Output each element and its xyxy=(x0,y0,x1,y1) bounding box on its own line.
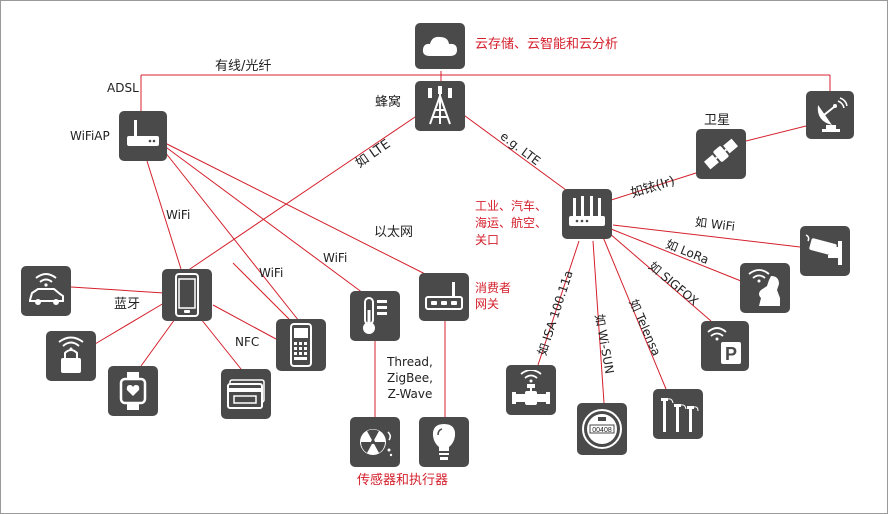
satellite-dish-icon xyxy=(817,97,848,132)
wire-tower-phone xyxy=(186,112,422,272)
protocols-label: Thread, ZigBee, Z-Wave xyxy=(387,355,433,402)
sensors-actuators-label: 传感器和执行器 xyxy=(357,473,449,488)
parking-node: P xyxy=(701,321,749,371)
wire-phone-card xyxy=(200,318,246,375)
wire-wifiap-phone xyxy=(146,160,182,270)
wire-wifiap-thermo xyxy=(162,144,364,294)
wifi-label-3: WiFi xyxy=(323,251,348,265)
wire-phone-pos xyxy=(212,304,277,340)
connected-car-icon xyxy=(29,273,64,305)
industrial-gateway-node xyxy=(562,189,612,239)
wire-phone-car xyxy=(70,286,165,294)
cloud-node xyxy=(415,23,465,69)
wire-gateway-valve xyxy=(537,240,580,366)
connected-car-node xyxy=(21,266,71,316)
cell-tower-node xyxy=(415,81,465,131)
security-camera-node xyxy=(800,226,850,276)
thermometer-node xyxy=(350,291,400,341)
sprinkler-node xyxy=(653,389,703,439)
smartphone-node xyxy=(162,269,212,321)
water-valve-icon xyxy=(512,370,550,405)
wire-phone-watch xyxy=(140,318,176,367)
security-camera-icon xyxy=(805,234,842,265)
consumer-gateway-node xyxy=(419,273,469,321)
radiation-sensor-icon xyxy=(360,429,393,457)
consumer-gateway-icon xyxy=(425,282,463,310)
meter-reading-text: 00408 xyxy=(592,427,612,434)
ethernet-label: 以太网 xyxy=(374,225,414,240)
wire-phone-lock xyxy=(94,302,165,345)
wifi-label-2: WiFi xyxy=(259,266,284,280)
wire-wifiap-consumer xyxy=(164,142,444,284)
light-bulb-node xyxy=(419,417,469,467)
pos-terminal-node xyxy=(276,319,326,371)
wifi-ap-node xyxy=(119,111,167,161)
cloud-services-label: 云存储、云智能和云分析 xyxy=(475,37,619,52)
smart-meter-icon: 00408 xyxy=(582,409,622,449)
credit-card-node xyxy=(221,369,271,419)
wire-gateway-pet xyxy=(610,228,742,282)
water-valve-node xyxy=(506,365,556,415)
pos-terminal-icon xyxy=(290,323,312,367)
adsl-label: ADSL xyxy=(107,81,139,95)
credit-card-icon xyxy=(227,379,265,409)
svg-text:P: P xyxy=(725,344,737,364)
satellite-icon xyxy=(703,138,739,170)
cell-tower-icon xyxy=(428,86,452,125)
cloud-icon xyxy=(422,36,457,56)
satellite-dish-node xyxy=(806,91,854,139)
wired-fiber-label: 有线/光纤 xyxy=(215,59,272,74)
wifi-label-1: WiFi xyxy=(166,208,191,222)
pet-tracker-node xyxy=(740,263,790,313)
pet-tracker-icon xyxy=(748,269,780,306)
consumer-gateway-label: 消费者 网关 xyxy=(475,281,512,311)
satellite-node xyxy=(696,129,746,179)
wire-gateway-camera xyxy=(612,224,801,248)
smart-meter-node: 00408 xyxy=(577,403,627,455)
wire-gateway-meter xyxy=(592,240,605,404)
wifi-router-icon xyxy=(127,120,159,146)
wire-gateway-parking xyxy=(608,232,712,322)
wire-wifiap-pos xyxy=(160,146,300,322)
sprinkler-icon xyxy=(661,398,699,432)
smartwatch-icon xyxy=(119,372,147,410)
nfc-label: NFC xyxy=(235,335,260,349)
wire-gateway-sprinkler xyxy=(602,236,667,390)
gateway-router-icon xyxy=(569,196,605,226)
wire-tower-gateway xyxy=(460,112,582,202)
smart-lock-node xyxy=(46,331,96,381)
wire-tower-pos xyxy=(232,262,292,322)
smartwatch-node xyxy=(108,366,158,416)
wire-satellite-gateway xyxy=(607,172,697,202)
bluetooth-label: 蓝牙 xyxy=(114,297,141,312)
light-bulb-icon xyxy=(432,424,456,460)
wifi-ap-label: WiFiAP xyxy=(70,129,110,143)
thermometer-icon xyxy=(363,297,387,334)
satellite-label: 卫星 xyxy=(704,113,731,128)
smartphone-icon xyxy=(175,273,199,317)
industrial-label: 工业、汽车、 海运、航空、 关口 xyxy=(475,199,548,247)
parking-icon: P xyxy=(707,327,741,364)
cellular-label: 蜂窝 xyxy=(375,95,402,110)
smart-lock-icon xyxy=(58,336,84,373)
radiation-sensor-node xyxy=(350,417,400,467)
wire-dish-satellite xyxy=(745,125,807,142)
